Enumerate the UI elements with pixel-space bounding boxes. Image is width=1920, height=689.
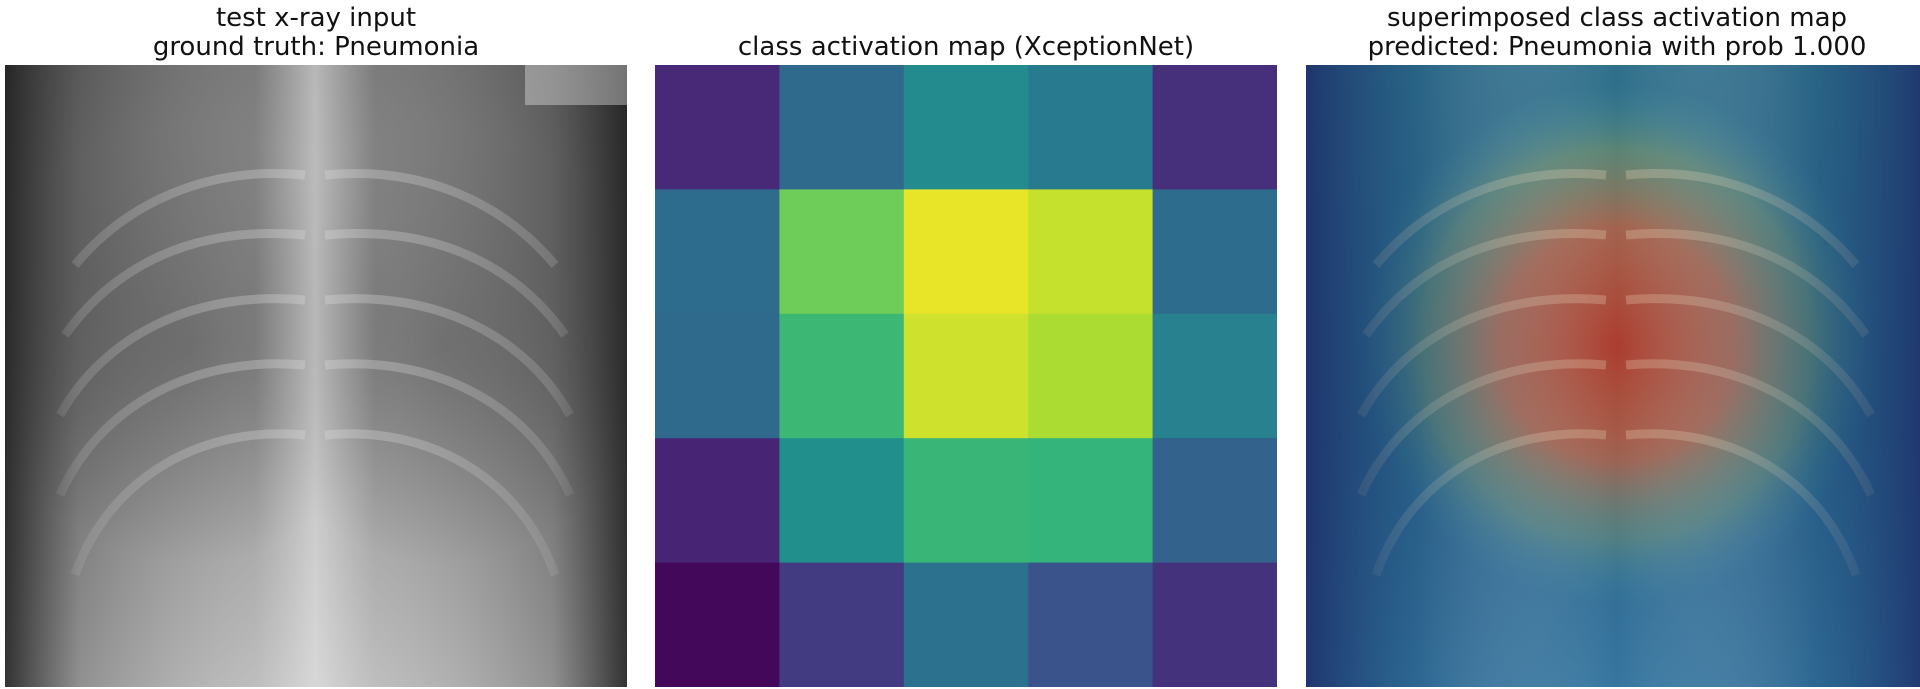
ground-truth-label: ground truth: Pneumonia	[152, 32, 480, 62]
heatmap-cell-r1-c4	[1152, 189, 1277, 315]
heatmap-cell-r3-c3	[1028, 438, 1154, 564]
heatmap-cell-r4-c4	[1152, 562, 1277, 687]
heatmap-cell-r2-c3	[1028, 313, 1154, 439]
heatmap-cell-r0-c2	[903, 65, 1029, 190]
heatmap-cell-r0-c4	[1152, 65, 1277, 190]
heatmap-cell-r3-c4	[1152, 438, 1277, 564]
overlay-title-line1: superimposed class activation map	[1386, 3, 1848, 33]
heatmap-cell-r3-c0	[655, 438, 780, 564]
heatmap-cell-r4-c1	[779, 562, 905, 687]
heatmap-cell-r1-c3	[1028, 189, 1154, 315]
heatmap-cell-r0-c1	[779, 65, 905, 190]
heatmap-cell-r0-c0	[655, 65, 780, 190]
cam-title: class activation map (XceptionNet)	[615, 4, 1317, 62]
overlay-title: superimposed class activation map predic…	[1266, 4, 1920, 62]
cam-title-line1	[615, 4, 1317, 33]
heatmap-cell-r3-c2	[903, 438, 1029, 564]
heatmap-cell-r4-c0	[655, 562, 780, 687]
heatmap-svg	[655, 65, 1277, 687]
xray-title-line1: test x-ray input	[215, 3, 417, 33]
prediction-label: predicted: Pneumonia with prob 1.000	[1367, 32, 1867, 62]
xray-image	[5, 65, 627, 687]
cam-title-line2: class activation map (XceptionNet)	[737, 32, 1195, 62]
heatmap-cell-r1-c0	[655, 189, 780, 315]
overlay-image	[1306, 65, 1920, 687]
heatmap-cell-r2-c4	[1152, 313, 1277, 439]
heatmap-cell-r1-c2	[903, 189, 1029, 315]
heatmap-cell-r4-c2	[903, 562, 1029, 687]
heatmap-cell-r1-c1	[779, 189, 905, 315]
heatmap-cell-r3-c1	[779, 438, 905, 564]
heatmap-cell-r2-c2	[903, 313, 1029, 439]
heatmap-cell-r2-c1	[779, 313, 905, 439]
heatmap-cell-r4-c3	[1028, 562, 1154, 687]
cam-heatmap	[655, 65, 1277, 687]
xray-title: test x-ray input ground truth: Pneumonia	[0, 4, 667, 62]
heatmap-cell-r0-c3	[1028, 65, 1154, 190]
heatmap-cell-r2-c0	[655, 313, 780, 439]
